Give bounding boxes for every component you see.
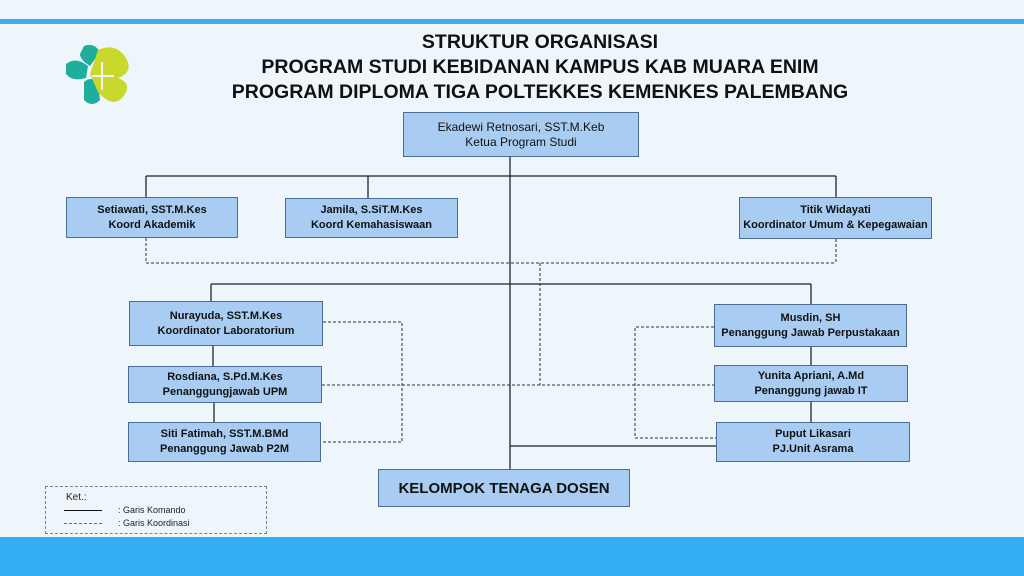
ketua-box[interactable]: Ekadewi Retnosari, SST.M.Keb Ketua Progr… [403, 112, 639, 157]
legend: Ket.: : Garis Komando : Garis Koordinasi [45, 486, 267, 534]
title-line-1: STRUKTUR ORGANISASI [421, 31, 659, 53]
person-role: Koordinator Laboratorium [157, 324, 295, 337]
person-name: Musdin, SH [780, 311, 841, 324]
kelompok-dosen-box[interactable]: KELOMPOK TENAGA DOSEN [378, 469, 630, 507]
asrama-box[interactable]: Puput Likasari PJ.Unit Asrama [716, 422, 910, 462]
koord-umum-box[interactable]: Titik Widayati Koordinator Umum & Kepega… [739, 197, 932, 239]
person-name: Jamila, S.SiT.M.Kes [320, 204, 423, 216]
person-name: Siti Fatimah, SST.M.BMd [160, 428, 289, 440]
person-name: Titik Widayati [800, 204, 871, 216]
solid-line-swatch [64, 510, 102, 511]
top-accent-bar [0, 19, 1024, 24]
it-box[interactable]: Yunita Apriani, A.Md Penanggung jawab IT [714, 365, 908, 402]
command-lines [145, 157, 837, 469]
person-role: Penanggung Jawab P2M [160, 443, 289, 455]
p2m-box[interactable]: Siti Fatimah, SST.M.BMd Penanggung Jawab… [128, 422, 321, 462]
dosen-label: KELOMPOK TENAGA DOSEN [398, 479, 610, 497]
person-name: Nurayuda, SST.M.Kes [169, 309, 283, 322]
person-name: Rosdiana, S.Pd.M.Kes [167, 370, 283, 383]
ketua-role: Ketua Program Studi [465, 134, 577, 149]
person-name: Puput Likasari [775, 428, 851, 440]
person-role: Koord Kemahasiswaan [310, 219, 433, 231]
person-name: Setiawati, SST.M.Kes [97, 203, 207, 216]
title-line-2: PROGRAM STUDI KEBIDANAN KAMPUS KAB MUARA… [261, 56, 819, 78]
dashed-line-swatch [64, 523, 102, 524]
person-role: PJ.Unit Asrama [772, 443, 854, 455]
legend-title: Ket.: [66, 492, 87, 503]
person-role: Koord Akademik [108, 218, 196, 231]
person-role: Penanggung Jawab Perpustakaan [721, 326, 900, 339]
upm-box[interactable]: Rosdiana, S.Pd.M.Kes Penanggungjawab UPM [128, 366, 322, 403]
person-role: Koordinator Umum & Kepegawaian [743, 219, 928, 231]
person-name: Yunita Apriani, A.Md [757, 369, 865, 382]
coordination-lines [145, 238, 837, 443]
legend-solid-label: : Garis Komando [118, 505, 186, 515]
perpustakaan-box[interactable]: Musdin, SH Penanggung Jawab Perpustakaan [714, 304, 907, 347]
title-line-3: PROGRAM DIPLOMA TIGA POLTEKKES KEMENKES … [231, 81, 849, 103]
kemenkes-logo [66, 44, 129, 104]
legend-dashed-label: : Garis Koordinasi [118, 518, 190, 528]
person-role: Penanggung jawab IT [754, 384, 868, 397]
koord-akademik-box[interactable]: Setiawati, SST.M.Kes Koord Akademik [66, 197, 238, 238]
person-role: Penanggungjawab UPM [162, 385, 288, 398]
koord-kemahasiswaan-box[interactable]: Jamila, S.SiT.M.Kes Koord Kemahasiswaan [285, 198, 458, 238]
laboratorium-box[interactable]: Nurayuda, SST.M.Kes Koordinator Laborato… [129, 301, 323, 346]
bottom-band [0, 537, 1024, 576]
ketua-name: Ekadewi Retnosari, SST.M.Keb [437, 119, 605, 134]
